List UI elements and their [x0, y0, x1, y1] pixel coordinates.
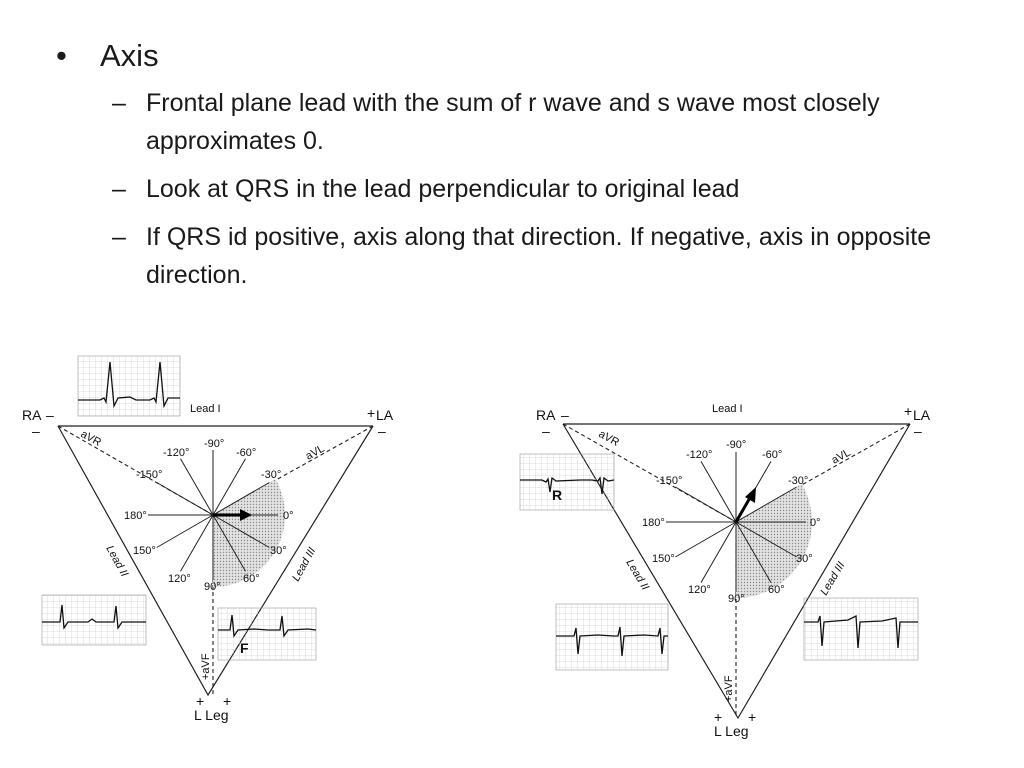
- ecg-strip-lead-iii: [803, 597, 919, 661]
- angle-label: 60°: [768, 584, 785, 596]
- angle-label: 0°: [283, 510, 294, 522]
- bullet-dot-icon: •: [56, 38, 67, 73]
- lead-ii-label: Lead II: [623, 557, 651, 592]
- ra-label: RA: [22, 407, 42, 423]
- ecg-strip-avf: F: [217, 607, 317, 661]
- axis-diagram-left: -90° -60° -30° 0° 30° 60° 90° 120° 150° …: [18, 350, 418, 725]
- angle-label: 150°: [133, 545, 156, 557]
- ecg-strip-lead-ii: [41, 594, 147, 646]
- angle-label: 180°: [642, 517, 665, 529]
- sub-bullet-text: Frontal plane lead with the sum of r wav…: [146, 89, 880, 155]
- leg-label: L Leg: [194, 707, 229, 723]
- angle-label: -60°: [236, 447, 256, 459]
- angle-label: 60°: [243, 573, 260, 585]
- einthoven-triangle: [562, 423, 911, 720]
- ra-label: RA: [536, 407, 556, 423]
- angle-label: -120°: [163, 447, 189, 459]
- angle-label: -60°: [762, 449, 782, 461]
- svg-text:+: +: [367, 405, 375, 421]
- svg-text:–: –: [46, 407, 54, 423]
- angle-label: -30°: [261, 469, 281, 481]
- angle-label: -90°: [204, 438, 224, 450]
- svg-text:+: +: [904, 403, 912, 419]
- avl-label: aVL: [304, 443, 327, 463]
- leg-label: L Leg: [714, 723, 749, 739]
- angle-label: 150°: [652, 553, 675, 565]
- angle-label: 30°: [796, 553, 813, 565]
- ecg-strip-lead-i: [77, 355, 181, 417]
- angle-label: -90°: [726, 439, 746, 451]
- angle-label: 0°: [810, 517, 821, 529]
- sub-bullet-text: Look at QRS in the lead perpendicular to…: [146, 175, 740, 203]
- strip-letter: R: [552, 487, 562, 503]
- angle-label: -120°: [686, 449, 712, 461]
- sub-bullet: – Look at QRS in the lead perpendicular …: [54, 170, 984, 208]
- angle-label: 30°: [270, 545, 287, 557]
- svg-text:–: –: [542, 423, 550, 439]
- angle-label: 120°: [168, 573, 191, 585]
- angle-label: 90°: [204, 581, 221, 593]
- svg-text:+: +: [714, 709, 722, 725]
- lead-i-label: Lead I: [712, 403, 743, 415]
- svg-text:+: +: [748, 709, 756, 725]
- dash-icon: –: [112, 89, 126, 117]
- angle-label: -30°: [788, 475, 808, 487]
- arrowhead-icon: [745, 487, 756, 503]
- ecg-strip-avr: R: [519, 453, 615, 511]
- lead-i-label: Lead I: [190, 403, 221, 415]
- axis-diagram-right: -90° -60° -30° 0° 30° 60° 90° 120° 150° …: [518, 350, 938, 740]
- einthoven-triangle: [57, 425, 374, 697]
- lead-iii-label: Lead III: [818, 560, 847, 598]
- dash-icon: –: [112, 223, 126, 251]
- axis-sector: [736, 484, 812, 598]
- la-label: LA: [913, 407, 931, 423]
- strip-letter: F: [240, 640, 249, 656]
- angle-label: 180°: [124, 510, 147, 522]
- ecg-strip-lead-ii: [555, 603, 669, 671]
- arrowhead-icon: [240, 509, 252, 521]
- sub-bullet: – If QRS id positive, axis along that di…: [54, 218, 984, 294]
- avf-label: +aVF: [200, 653, 212, 680]
- angle-label: -150°: [656, 475, 682, 487]
- lead-iii-label: Lead III: [290, 546, 318, 584]
- angle-label: 90°: [728, 593, 745, 605]
- sub-bullet-text: If QRS id positive, axis along that dire…: [146, 223, 932, 289]
- axis-sector: [213, 479, 286, 587]
- svg-text:+: +: [223, 693, 231, 709]
- svg-text:–: –: [32, 423, 40, 439]
- angle-label: 120°: [688, 584, 711, 596]
- sub-bullet: – Frontal plane lead with the sum of r w…: [54, 84, 984, 160]
- svg-text:–: –: [378, 423, 386, 439]
- avl-label: aVL: [830, 447, 853, 467]
- avr-label: aVR: [79, 428, 104, 449]
- bullet-main-text: Axis: [100, 38, 159, 73]
- angle-label: -150°: [136, 469, 162, 481]
- dash-icon: –: [112, 175, 126, 203]
- svg-text:–: –: [561, 407, 569, 423]
- bullet-list: • Axis – Frontal plane lead with the sum…: [54, 34, 984, 304]
- axis-arrow: [734, 495, 753, 523]
- avf-label: +aVF: [723, 675, 735, 702]
- avr-label: aVR: [597, 428, 622, 449]
- la-label: LA: [376, 407, 394, 423]
- svg-text:–: –: [914, 423, 922, 439]
- bullet-main: • Axis: [54, 34, 984, 78]
- svg-text:+: +: [196, 693, 204, 709]
